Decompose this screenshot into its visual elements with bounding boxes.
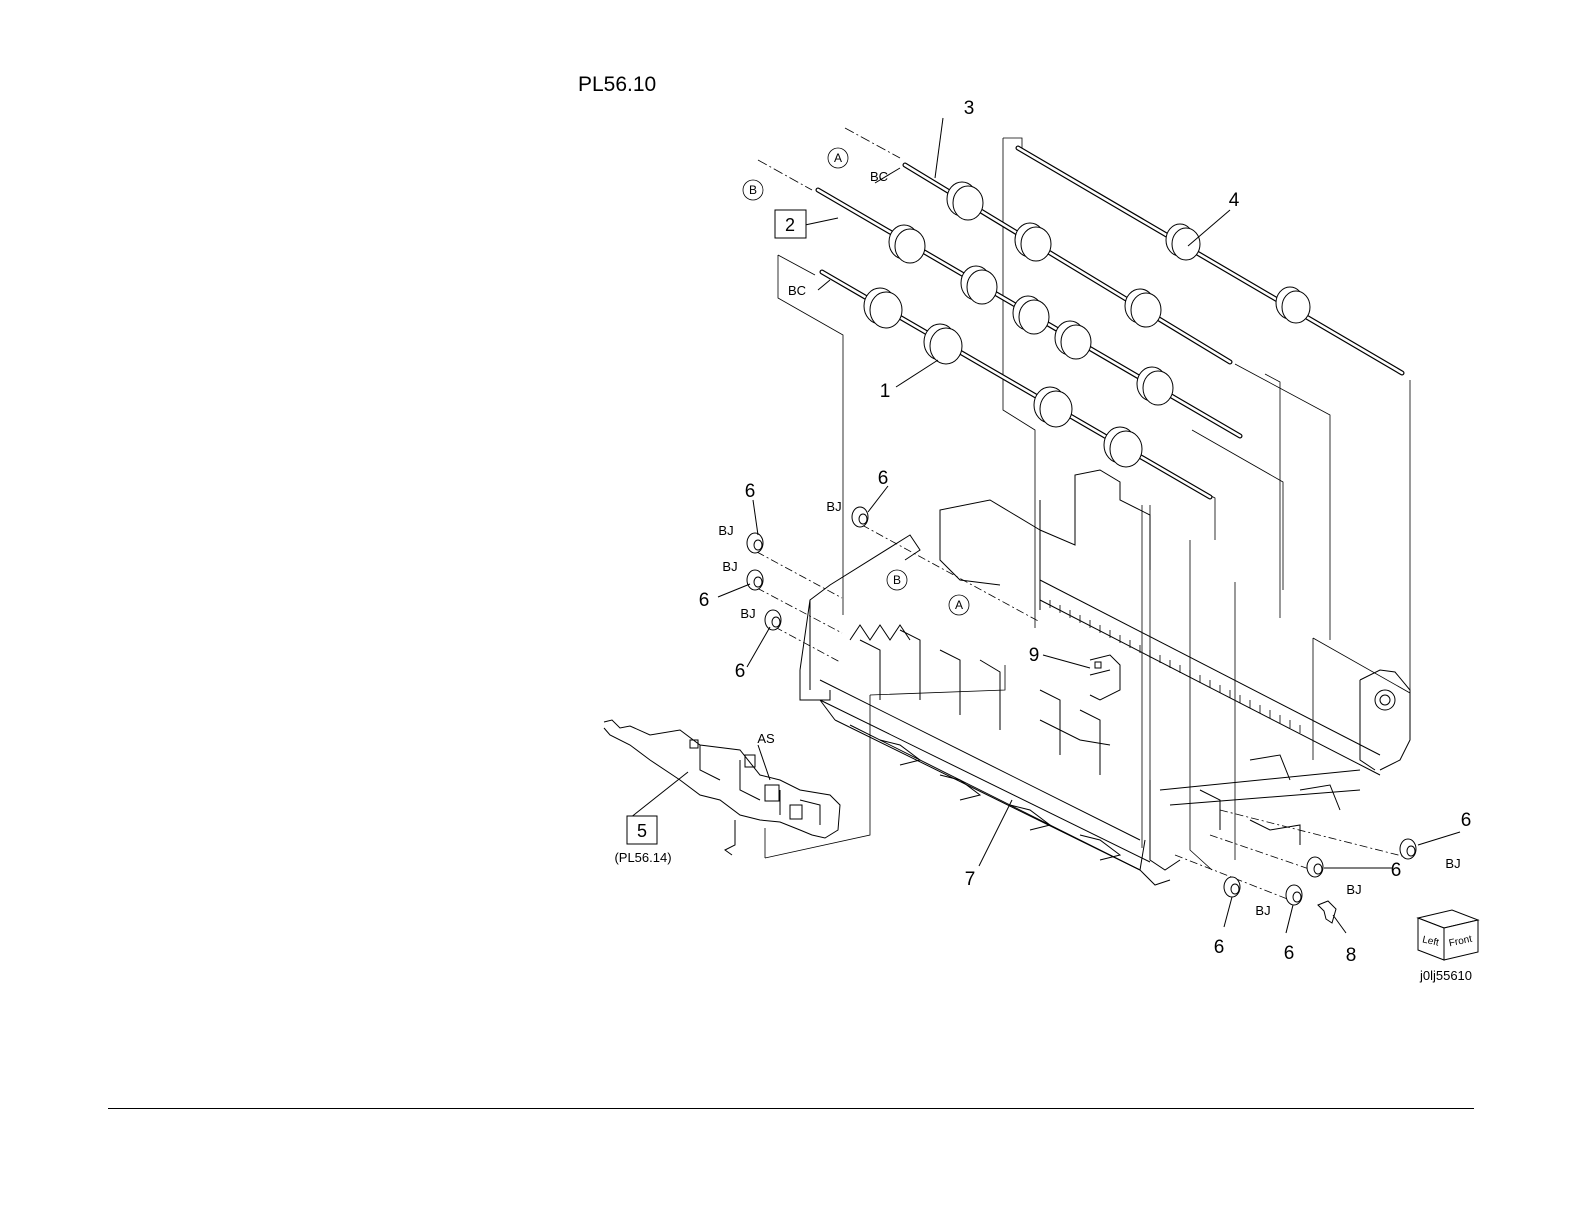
gear-icon [765,610,781,630]
figure-code: j0lj55610 [1419,968,1472,983]
footer-rule [108,1108,1474,1109]
orientation-cube-icon: Left Front [1418,910,1478,960]
callout-1: 1 [880,381,891,402]
svg-text:B: B [893,573,901,587]
gear-icon [1286,885,1302,905]
callout-2-box: 2 [775,210,806,238]
connector-b-top: B [743,180,763,200]
tag-bj: BJ [1445,856,1460,871]
tag-bj: BJ [722,559,737,574]
callout-6: 6 [1391,860,1402,881]
bracket-9 [1090,655,1120,700]
callout-7: 7 [965,869,976,890]
svg-text:2: 2 [785,215,795,235]
tag-bj: BJ [1255,903,1270,918]
callout-6: 6 [1214,937,1225,958]
callout-5-box: 5 [627,816,657,844]
gear-icon [747,570,763,590]
gear-icon [1224,877,1240,897]
tag-bj: BJ [826,499,841,514]
tag-as: AS [757,731,775,746]
svg-text:A: A [955,598,963,612]
callout-6: 6 [1284,943,1295,964]
tag-bj: BJ [740,606,755,621]
gear-icon [1400,839,1416,859]
gear-icon [1307,857,1323,877]
callout-6: 6 [1461,810,1472,831]
connector-a-top: A [828,148,848,168]
svg-text:B: B [749,183,757,197]
tag-bc: BC [870,169,888,184]
callout-6: 6 [699,590,710,611]
gear-icon [747,533,763,553]
gears-6 [747,507,1416,905]
gear-icon [852,507,868,527]
callout-6: 6 [735,661,746,682]
main-frame-7 [800,470,1410,885]
callout-6: 6 [745,481,756,502]
callout-3: 3 [964,98,975,119]
callout-6: 6 [878,468,889,489]
callout-4: 4 [1229,190,1240,211]
callout-9: 9 [1029,645,1040,666]
tag-bj: BJ [718,523,733,538]
reference-pl56-14: (PL56.14) [614,850,671,865]
clip-8 [1318,901,1336,923]
tag-bj: BJ [1346,882,1361,897]
connector-a-frame: A [949,595,969,615]
callout-8: 8 [1346,945,1357,966]
connector-b-frame: B [887,570,907,590]
tag-bc: BC [788,283,806,298]
svg-text:A: A [834,151,842,165]
svg-text:5: 5 [637,821,647,841]
